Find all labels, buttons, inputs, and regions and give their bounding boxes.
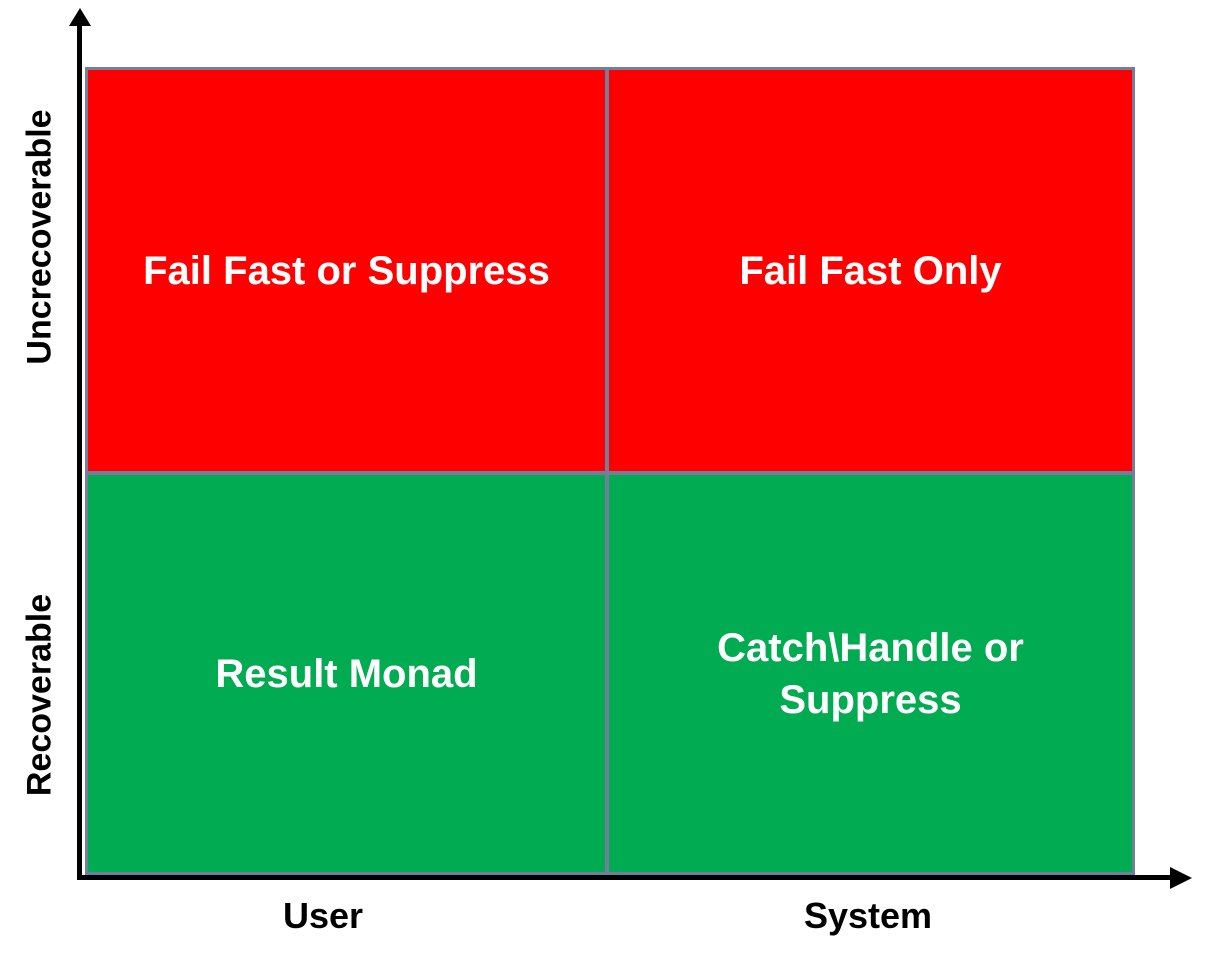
quadrant-bottom-right: Catch\Handle or Suppress	[609, 475, 1132, 872]
y-axis-label-recoverable: Recoverable	[20, 593, 59, 797]
quadrant-top-right: Fail Fast Only	[609, 70, 1132, 471]
y-axis-label-uncrecoverable: Uncrecoverable	[20, 109, 59, 365]
x-axis-line	[77, 875, 1172, 880]
quadrant-top-left: Fail Fast or Suppress	[88, 70, 605, 471]
x-axis-label-user: User	[282, 895, 364, 936]
y-axis-arrowhead-icon	[69, 8, 91, 26]
x-axis-label-system: System	[803, 895, 933, 936]
quadrant-top-right-label: Fail Fast Only	[739, 248, 1002, 293]
y-axis-line	[77, 24, 82, 880]
quadrant-grid: Fail Fast or Suppress Fail Fast Only Res…	[85, 67, 1135, 875]
quadrant-bottom-left-label: Result Monad	[215, 651, 478, 696]
quadrant-bottom-left: Result Monad	[88, 475, 605, 872]
x-axis-arrowhead-icon	[1170, 867, 1192, 889]
quadrant-top-left-label: Fail Fast or Suppress	[143, 248, 550, 293]
quadrant-bottom-right-label: Catch\Handle or Suppress	[717, 625, 1024, 722]
